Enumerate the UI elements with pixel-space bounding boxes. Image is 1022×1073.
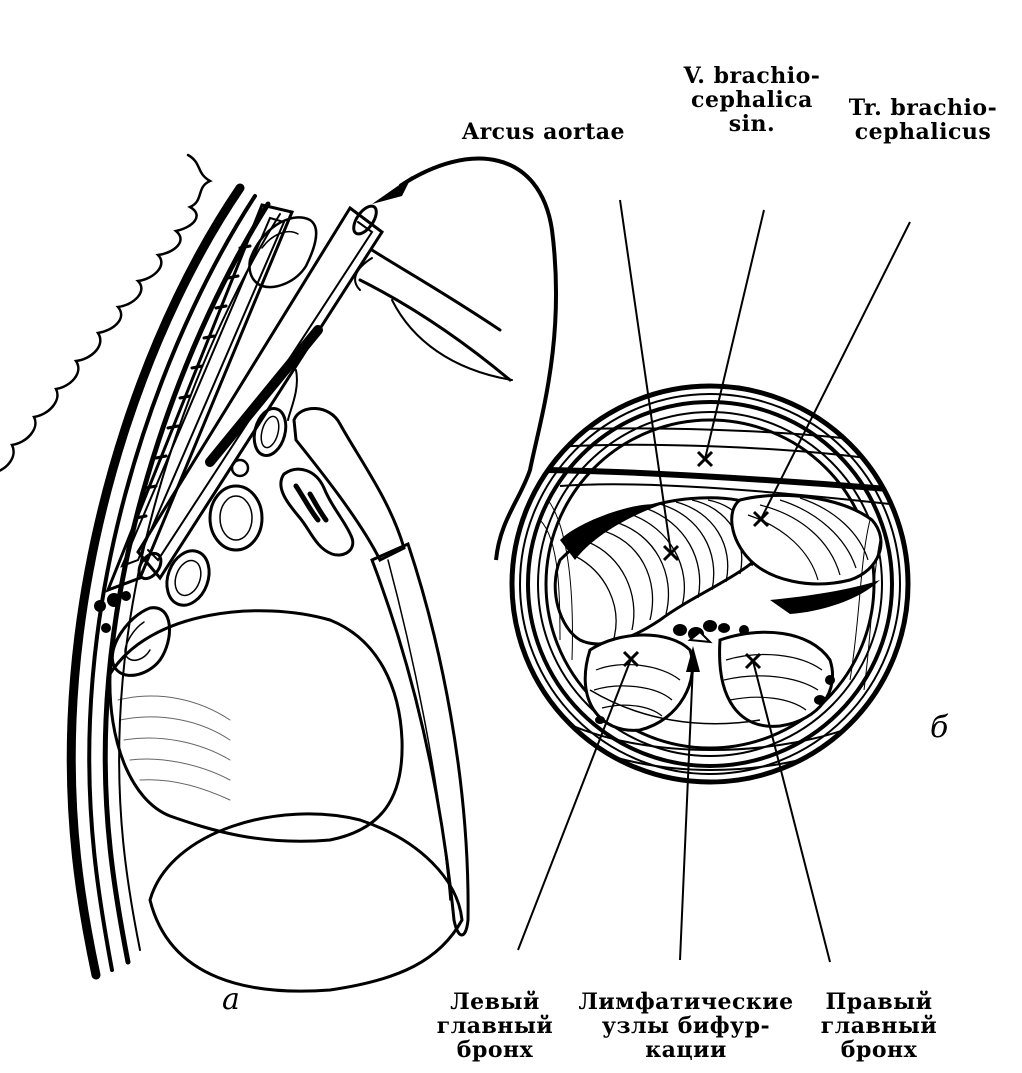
label-arcus-aortae: Arcus aortae — [462, 120, 625, 144]
label-lymph-nodes-line-2: узлы бифур- — [601, 1013, 771, 1039]
pointer-arrow — [372, 156, 559, 561]
label-lymph-nodes: Лимфатические узлы бифур- кации — [568, 990, 804, 1062]
chest-wall-layer-4 — [118, 213, 281, 951]
chest-wall-layer-2 — [87, 194, 257, 972]
label-left-bronchus-line-1: Левый — [450, 989, 540, 1015]
leader-arcus-aortae — [619, 199, 672, 554]
right-bronchus-shape — [718, 630, 835, 728]
label-v-brachiocephalica-line-3: sin. — [728, 111, 776, 137]
label-left-bronchus-line-3: бронх — [456, 1037, 534, 1063]
label-tr-brachiocephalicus-line-2: cephalicus — [854, 119, 992, 145]
pointer-arrow-head — [372, 176, 412, 204]
thymus-fat — [248, 216, 318, 289]
leader-lines — [517, 199, 911, 963]
skin-edge — [0, 153, 213, 472]
scope-tip — [137, 551, 163, 581]
retractor-blade — [370, 541, 470, 937]
lymph-arrow-head — [686, 646, 700, 672]
sternum-inner — [120, 216, 286, 568]
label-lymph-nodes-line-3: кации — [645, 1037, 727, 1063]
label-lymph-nodes-line-1: Лимфатические — [578, 989, 794, 1015]
label-right-bronchus: Правый главный бронх — [804, 990, 954, 1062]
panel-letter-a: а — [222, 982, 240, 1017]
vessel-1 — [252, 406, 288, 458]
panel-letter-b: б — [930, 710, 949, 745]
aortic-mass — [108, 609, 404, 843]
sternum-ticks — [134, 244, 252, 520]
panel-b-view — [509, 199, 911, 963]
label-left-bronchus-line-2: главный — [436, 1013, 554, 1039]
brachiocephalic-trunk — [730, 493, 883, 586]
vessel-small — [230, 458, 250, 478]
label-arcus-aortae-text: Arcus aortae — [462, 119, 626, 145]
esophagus — [279, 467, 355, 557]
label-right-bronchus-line-3: бронх — [840, 1037, 918, 1063]
label-tr-brachiocephalicus-line-1: Tr. brachio- — [848, 95, 998, 121]
leader-left-bronchus — [517, 658, 632, 951]
vessel-4 — [110, 606, 171, 677]
heart-lower — [148, 812, 464, 993]
leader-tr-brachiocephalicus — [760, 221, 911, 520]
label-left-bronchus: Левый главный бронх — [420, 990, 570, 1062]
label-right-bronchus-line-2: главный — [820, 1013, 938, 1039]
leader-lymph-nodes — [679, 663, 694, 961]
pointer-arrow-curve — [398, 156, 559, 561]
label-v-brachiocephalica-line-2: cephalica — [691, 87, 813, 113]
aortic-arch — [553, 496, 774, 646]
label-v-brachiocephalica-line-1: V. brachio- — [683, 63, 821, 89]
chest-wall-outer — [66, 183, 245, 980]
leader-right-bronchus — [752, 660, 831, 963]
vessel-2 — [208, 484, 264, 552]
scope-light-rod — [205, 325, 323, 467]
leader-v-brachiocephalica — [704, 209, 765, 460]
scope-handle — [358, 248, 512, 382]
label-right-bronchus-line-1: Правый — [825, 989, 933, 1015]
label-v-brachiocephalica: V. brachio- cephalica sin. — [662, 64, 842, 136]
trachea — [292, 407, 406, 563]
vessel-3 — [165, 549, 211, 607]
label-tr-brachiocephalicus: Tr. brachio- cephalicus — [828, 96, 1018, 144]
lymph-nodes-a — [94, 591, 131, 633]
panel-a-section — [0, 153, 513, 993]
sternum-outer — [105, 203, 295, 593]
